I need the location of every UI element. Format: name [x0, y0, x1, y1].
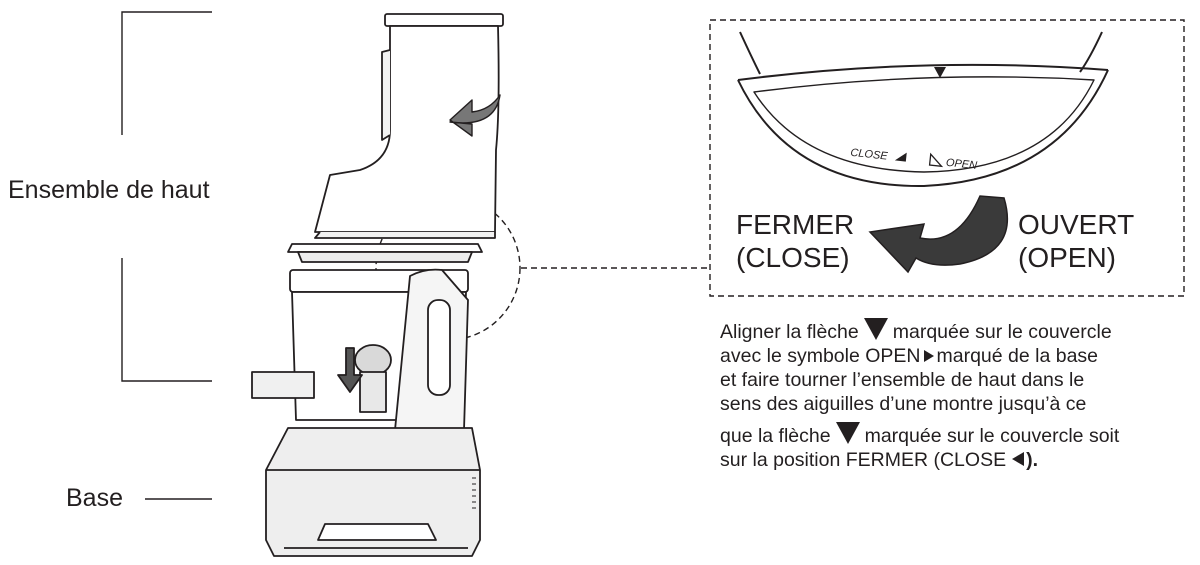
lid-arc-outer: [737, 69, 1109, 188]
down-arrow-icon: [337, 347, 363, 393]
juice-spout: [354, 344, 392, 413]
vent-grille: [472, 477, 476, 509]
motor-tower: [394, 268, 469, 431]
lid-arrow-icon-2: [835, 422, 860, 444]
base-unit: [265, 427, 481, 557]
lid-arrow-icon: [863, 318, 888, 340]
close-direction-label: FERMER (CLOSE): [736, 209, 855, 273]
open-direction-label: OUVERT (OPEN): [1018, 209, 1135, 273]
top-bracket-upper: [121, 11, 212, 135]
top-bracket-lower: [121, 258, 212, 382]
chute-edge-right: [1079, 31, 1103, 73]
juicer-illustration: [251, 13, 504, 557]
open-mark-text: OPEN: [945, 157, 977, 172]
lid-arrow-marker-icon: [934, 67, 946, 78]
lid-detail-illustration: CLOSE OPEN: [737, 31, 1109, 274]
instruction-line-6: sur la position FERMER (CLOSE).: [720, 449, 1039, 471]
instruction-line-4: sens des aiguilles d’une montre jusqu’à …: [720, 393, 1087, 415]
top-assembly-label: Ensemble de haut: [8, 176, 210, 204]
close-mark-text: CLOSE: [850, 147, 889, 163]
lid: [287, 243, 483, 263]
chute-edge-left: [739, 31, 761, 75]
detail-box: [709, 19, 1185, 297]
close-rotation-arrow-icon: [868, 195, 1009, 274]
open-mark-icon: [928, 152, 944, 168]
open-arrow-icon: [923, 350, 934, 362]
feed-chute: [314, 13, 504, 239]
close-mark-icon: [894, 152, 907, 162]
close-arrow-icon: [1012, 452, 1025, 466]
base-label: Base: [66, 484, 123, 512]
pulp-outlet: [251, 371, 315, 399]
lid-arc-inner: [753, 76, 1095, 173]
lid-outer-edge: [737, 63, 1109, 81]
rotate-arrow-icon: [449, 94, 501, 137]
instruction-line-3: et faire tourner l’ensemble de haut dans…: [720, 369, 1085, 391]
